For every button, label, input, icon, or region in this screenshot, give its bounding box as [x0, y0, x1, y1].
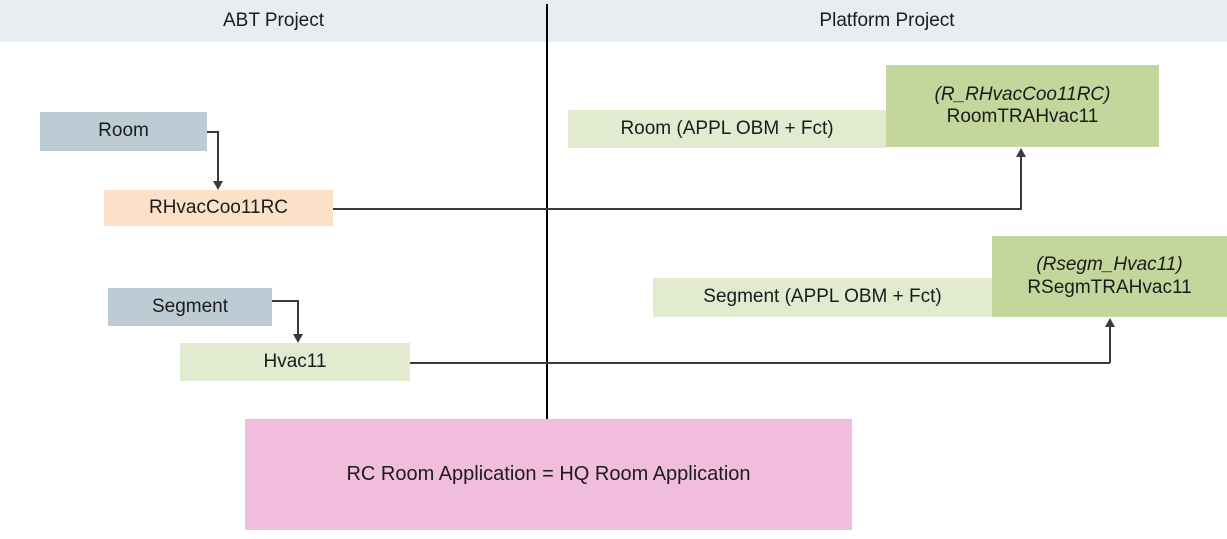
column-divider: [546, 4, 548, 419]
connector-rhvac-to-roomtra-arrowhead: [1016, 148, 1026, 157]
node-rsegmtrahvac11-label: RSegmTRAHvac11: [1027, 276, 1192, 298]
connector-segment-to-hvac11-segment-h: [272, 300, 298, 302]
node-rhvaccoo11rc-label: RHvacCoo11RC: [148, 196, 289, 218]
node-segment-appl-obm-fct[interactable]: Segment (APPL OBM + Fct): [653, 278, 992, 317]
node-segment-label: Segment: [151, 295, 229, 317]
connector-hvac11-to-rsegmtra-segment-v: [1109, 326, 1111, 363]
node-room-appl-obm-fct[interactable]: Room (APPL OBM + Fct): [568, 110, 886, 148]
connector-segment-to-hvac11-arrowhead: [293, 334, 303, 343]
column-header-abt-project: ABT Project: [222, 10, 325, 31]
node-summary-application-equivalence[interactable]: RC Room Application = HQ Room Applicatio…: [245, 419, 852, 530]
node-room-appl-obm-fct-label: Room (APPL OBM + Fct): [620, 117, 834, 139]
node-room[interactable]: Room: [40, 112, 207, 151]
node-roomtrahvac11-sublabel: (R_RHvacCoo11RC): [934, 83, 1111, 105]
connector-rhvac-to-roomtra-segment-h: [333, 208, 1022, 210]
node-hvac11-label: Hvac11: [263, 350, 327, 372]
node-rsegmtrahvac11-sublabel: (Rsegm_Hvac11): [1036, 254, 1183, 276]
node-segment-appl-obm-fct-label: Segment (APPL OBM + Fct): [703, 286, 942, 308]
connector-rhvac-to-roomtra-segment-v: [1020, 156, 1022, 209]
column-header-platform-project: Platform Project: [819, 10, 955, 31]
connector-hvac11-to-rsegmtra-arrowhead: [1105, 318, 1115, 327]
node-rhvaccoo11rc[interactable]: RHvacCoo11RC: [104, 190, 333, 226]
connector-hvac11-to-rsegmtra-segment-h: [410, 362, 1110, 364]
header-band: [0, 0, 1227, 42]
node-hvac11[interactable]: Hvac11: [180, 343, 410, 381]
node-room-label: Room: [98, 120, 149, 142]
connector-room-to-rhvac-arrowhead: [213, 181, 223, 190]
node-roomtrahvac11-label: RoomTRAHvac11: [946, 106, 1099, 127]
node-roomtrahvac11[interactable]: (R_RHvacCoo11RC) RoomTRAHvac11: [886, 65, 1159, 147]
connector-room-to-rhvac-segment-v: [217, 131, 219, 183]
node-summary-label: RC Room Application = HQ Room Applicatio…: [346, 462, 751, 485]
connector-segment-to-hvac11-segment-v: [297, 300, 299, 336]
connector-room-to-rhvac-segment-h: [207, 131, 218, 133]
node-rsegmtrahvac11[interactable]: (Rsegm_Hvac11) RSegmTRAHvac11: [992, 236, 1227, 317]
node-segment[interactable]: Segment: [108, 288, 272, 326]
